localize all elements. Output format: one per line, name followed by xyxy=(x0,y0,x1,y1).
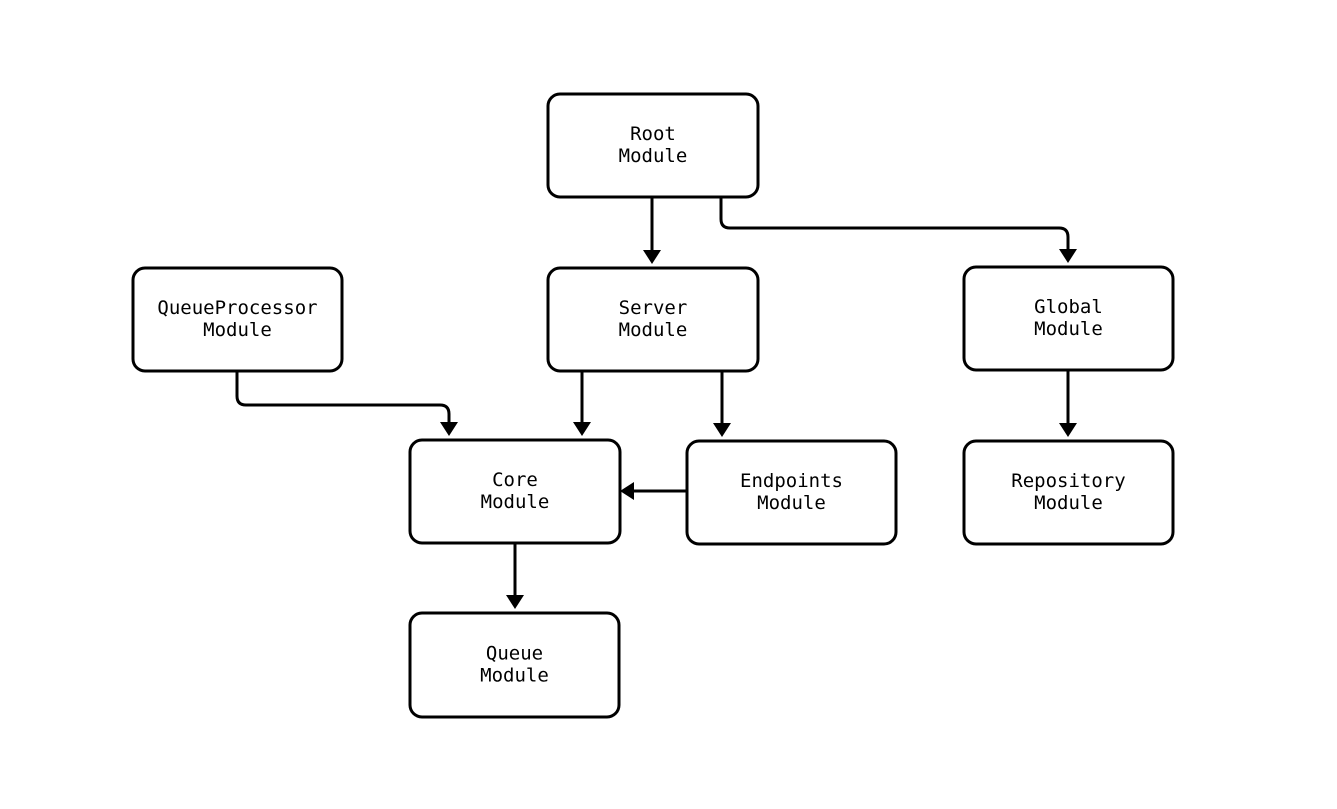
edge-endpoints-to-core xyxy=(620,482,687,500)
server-module-node-label-line1: Server xyxy=(619,297,688,319)
queue-module-node-box[interactable] xyxy=(408,611,621,719)
queue-module-node-label-line1: Queue xyxy=(486,643,543,665)
core-module-node-label-line2: Module xyxy=(481,491,550,513)
core-module-node-box[interactable] xyxy=(408,438,622,545)
endpoints-module-node-box[interactable] xyxy=(685,439,898,546)
queueprocessor-module-node-label-line2: Module xyxy=(203,319,272,341)
endpoints-module-node-label-line2: Module xyxy=(757,492,826,514)
edge-global-to-repository-arrowhead-icon xyxy=(1059,423,1077,437)
root-module-node-box[interactable] xyxy=(546,92,760,199)
edge-core-to-queue xyxy=(506,543,524,609)
global-module-node-label-line2: Module xyxy=(1034,318,1103,340)
edge-root-to-server xyxy=(643,197,661,264)
edge-root-to-global-line xyxy=(719,197,1070,253)
endpoints-module-node-label-line1: Endpoints xyxy=(740,470,843,492)
queueprocessor-module-node-box[interactable] xyxy=(131,266,344,373)
edge-server-to-core-arrowhead-icon xyxy=(573,422,591,436)
server-module-node-label-line2: Module xyxy=(619,319,688,341)
edge-queueprocessor-to-core-line xyxy=(235,371,451,426)
queue-module-node-label-line2: Module xyxy=(480,665,549,687)
edge-queueprocessor-to-core xyxy=(235,371,458,436)
edge-global-to-repository xyxy=(1059,370,1077,437)
edge-root-to-server-arrowhead-icon xyxy=(643,250,661,264)
server-module-node-box[interactable] xyxy=(546,266,760,373)
edge-root-to-global xyxy=(719,197,1077,263)
repository-module-node-label-line1: Repository xyxy=(1011,470,1125,492)
queueprocessor-module-node-label-line1: QueueProcessor xyxy=(157,297,317,319)
edges-layer xyxy=(235,197,1077,609)
repository-module-node-label-line2: Module xyxy=(1034,492,1103,514)
nodes-layer: RootModuleQueueProcessorModuleServerModu… xyxy=(131,92,1175,719)
edge-server-to-core xyxy=(573,371,591,436)
repository-module-node-box[interactable] xyxy=(962,439,1175,546)
root-module-node-label-line2: Module xyxy=(619,145,688,167)
edge-server-to-endpoints xyxy=(713,371,731,437)
root-module-node-label-line1: Root xyxy=(630,123,676,145)
edge-root-to-global-arrowhead-icon xyxy=(1059,249,1077,263)
edge-queueprocessor-to-core-arrowhead-icon xyxy=(440,422,458,436)
global-module-node-box[interactable] xyxy=(962,265,1175,372)
edge-core-to-queue-arrowhead-icon xyxy=(506,595,524,609)
edge-server-to-endpoints-arrowhead-icon xyxy=(713,423,731,437)
global-module-node-label-line1: Global xyxy=(1034,296,1103,318)
core-module-node-label-line1: Core xyxy=(492,469,538,491)
edge-endpoints-to-core-arrowhead-icon xyxy=(620,482,634,500)
